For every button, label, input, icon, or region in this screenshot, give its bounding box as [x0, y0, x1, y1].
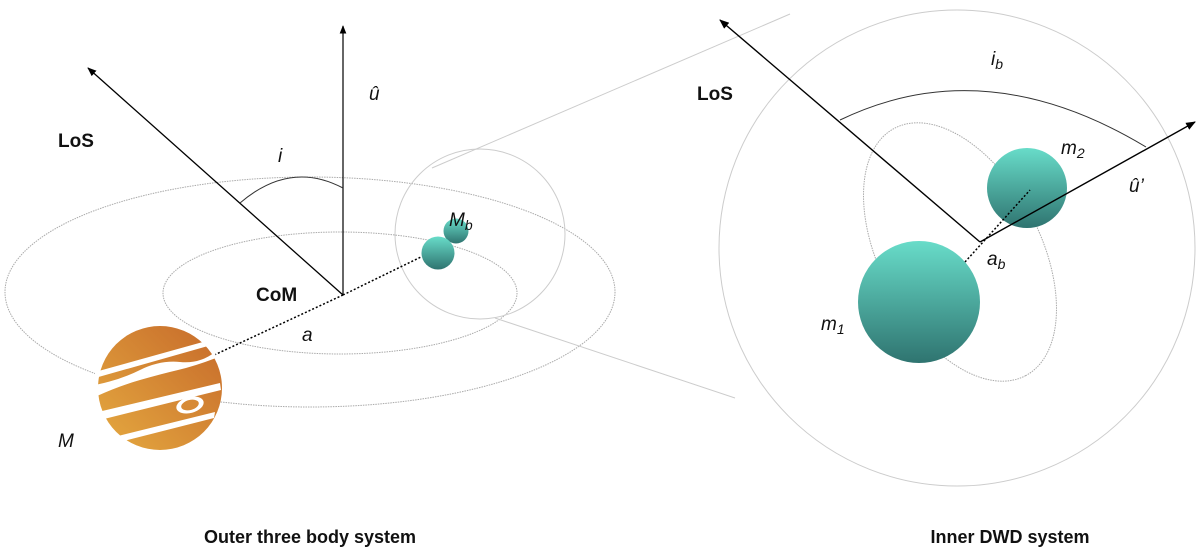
u-prime-label: û’	[1129, 176, 1145, 197]
los-label-b: LoS	[697, 84, 733, 105]
jupiter-planet-icon	[95, 326, 222, 450]
m2-label: m2	[1061, 138, 1085, 161]
binary-orbit	[863, 122, 1057, 382]
separation-line	[342, 255, 424, 296]
inclination-arc-b	[839, 90, 1147, 148]
los-arrow	[87, 67, 344, 296]
zoom-connector-top	[431, 13, 791, 169]
star-m2	[987, 148, 1067, 228]
zoom-connector-bottom	[494, 317, 736, 399]
binary-zoom-circle	[394, 148, 566, 320]
inclination-arc	[239, 176, 344, 204]
binary-separation-line	[964, 189, 1031, 263]
star-m1	[858, 241, 980, 363]
m1-label: m1	[821, 314, 845, 337]
inclination-label: i	[278, 146, 283, 167]
planet-mass-label: M	[58, 431, 74, 452]
inner-system-circle	[718, 9, 1196, 487]
inner-system-title: Inner DWD system	[930, 527, 1089, 547]
binary-separation-label: ab	[987, 249, 1006, 272]
binary-star-small	[443, 218, 469, 244]
u-prime-arrow	[979, 121, 1196, 243]
com-label: CoM	[256, 285, 297, 306]
separation-line-to-planet	[209, 294, 344, 358]
los-label: LoS	[58, 131, 94, 152]
outer-system-title: Outer three body system	[204, 527, 416, 547]
inner-orbit	[162, 231, 518, 355]
outer-system: LoS û i CoM a M Mb Outer three body syst…	[4, 13, 791, 547]
binary-mass-label: Mb	[449, 210, 473, 233]
inclination-label-b: ib	[991, 49, 1003, 72]
los-arrow-b	[719, 19, 981, 243]
separation-label: a	[302, 325, 313, 346]
u-axis-label: û	[369, 84, 380, 105]
binary-star-large	[421, 236, 455, 270]
inner-system: LoS ib û’ m2 ab m1 Inner DWD system	[697, 9, 1196, 547]
